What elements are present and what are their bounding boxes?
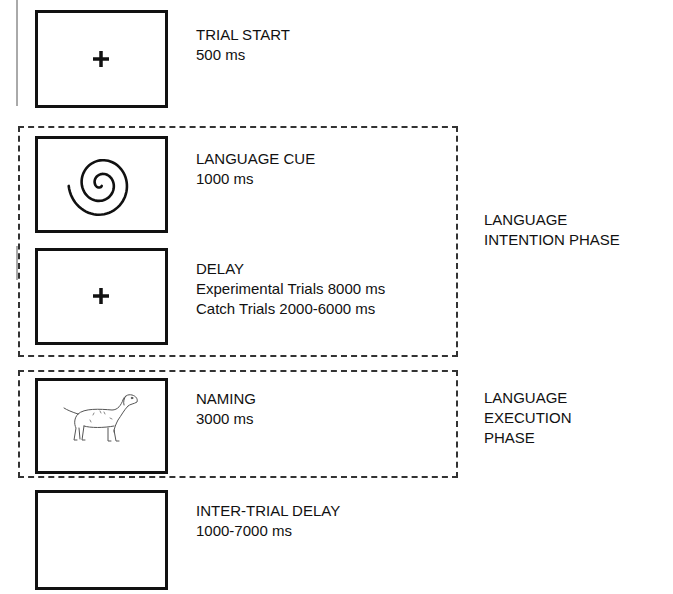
text-block: INTER-TRIAL DELAY1000-7000 ms bbox=[196, 501, 340, 541]
fixation-cross bbox=[93, 51, 109, 67]
duration-label: 3000 ms bbox=[196, 409, 256, 429]
text-block: TRIAL START500 ms bbox=[196, 25, 290, 65]
screen-frame: TRIAL START500 ms bbox=[35, 10, 168, 108]
screen-frame: DELAYExperimental Trials 8000 msCatch Tr… bbox=[35, 248, 168, 345]
text-block: LANGUAGE INTENTION PHASE bbox=[484, 210, 644, 250]
phase-group: LANGUAGE INTENTION PHASELANGUAGE CUE1000… bbox=[18, 126, 458, 357]
duration-label: 1000 ms bbox=[196, 169, 315, 189]
text-block: LANGUAGE CUE1000 ms bbox=[196, 149, 315, 189]
phase-label: LANGUAGE EXECUTION PHASE bbox=[484, 388, 596, 448]
screen-frame: LANGUAGE CUE1000 ms bbox=[35, 136, 168, 233]
text-block: DELAYExperimental Trials 8000 msCatch Tr… bbox=[196, 259, 385, 319]
edge-line bbox=[17, 0, 18, 106]
event-label: NAMING bbox=[196, 389, 256, 409]
duration-label: 500 ms bbox=[196, 45, 290, 65]
language-cue-symbol bbox=[69, 160, 127, 214]
fixation-cross bbox=[93, 288, 109, 304]
event-label: LANGUAGE CUE bbox=[196, 149, 315, 169]
screen-frame: INTER-TRIAL DELAY1000-7000 ms bbox=[35, 490, 168, 590]
event-label: TRIAL START bbox=[196, 25, 290, 45]
event-label: INTER-TRIAL DELAY bbox=[196, 501, 340, 521]
text-block: LANGUAGE EXECUTION PHASE bbox=[484, 388, 596, 448]
phase-group: LANGUAGE EXECUTION PHASENAMING3000 ms bbox=[18, 370, 458, 478]
screen-frame: NAMING3000 ms bbox=[35, 378, 168, 474]
duration-label: Experimental Trials 8000 ms bbox=[196, 279, 385, 299]
event-label: DELAY bbox=[196, 259, 385, 279]
phase-label: LANGUAGE INTENTION PHASE bbox=[484, 210, 644, 250]
dog-drawing bbox=[64, 395, 137, 441]
text-block: NAMING3000 ms bbox=[196, 389, 256, 429]
duration-label: Catch Trials 2000-6000 ms bbox=[196, 299, 385, 319]
duration-label: 1000-7000 ms bbox=[196, 521, 340, 541]
